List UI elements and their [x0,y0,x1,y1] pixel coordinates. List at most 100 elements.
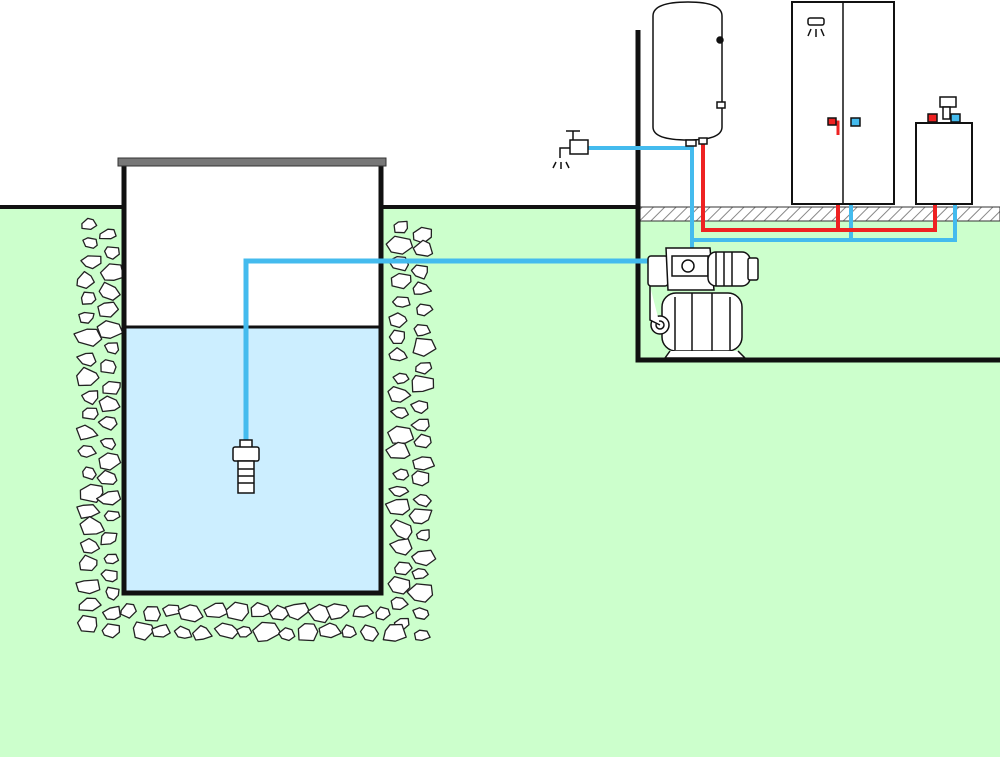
gravel-stone [284,602,310,621]
gravel-stone [101,623,121,639]
gravel-stone [415,529,430,542]
garden-tap-icon [552,130,589,169]
gravel-stone [79,537,101,554]
gravel-stone [96,320,124,339]
gravel-stone [80,291,97,305]
gravel-stone [415,362,433,375]
gravel-stone [410,400,429,415]
gravel-stone [391,296,411,308]
gravel-stone [392,372,410,385]
pump-station-icon [647,247,759,359]
gravel-stone [75,424,99,441]
gravel-stone [389,538,413,556]
gravel-stone [101,605,121,621]
gravel-stone [390,596,409,611]
gravel-stone [411,470,430,487]
well-walls [121,165,384,596]
gravel-stone [76,270,95,290]
gravel-stone [416,303,434,317]
gravel-stone [78,311,95,324]
shower-icon [791,1,895,205]
gravel-stone [252,621,282,643]
gravel-stone [325,603,350,621]
gravel-stone [151,623,171,638]
gravel-stone [411,567,429,580]
gravel-stone [341,624,357,639]
gravel-stone [411,549,437,567]
gravel-stone [97,301,120,318]
gravel-stone [412,607,430,620]
gravel-stone [388,312,408,329]
sink-faucet-icon [915,96,973,205]
gravel-stone [388,485,410,498]
gravel-stone [297,622,319,642]
gravel-stone [392,468,410,481]
gravel-stone [98,228,117,240]
basement-wall [635,30,1000,363]
gravel-stone [78,554,98,572]
gravel-stone [382,623,407,642]
gravel-stone [318,622,342,639]
gravel-stone [82,237,98,249]
gravel-stone [98,452,122,471]
gravel-stone [385,235,414,255]
gravel-stone [120,603,137,619]
gravel-stone [103,510,121,522]
well-air-space [124,165,381,327]
gravel-stone [352,605,375,618]
gravel-stone [385,441,411,459]
suction-pipe [243,258,655,445]
gravel-stone [410,264,428,280]
gravel-stone [97,416,118,431]
gravel-stone [82,466,97,481]
gravel-stone [102,380,121,395]
water-heater-icon [652,1,726,147]
well-icon [117,157,387,596]
gravel-stone [76,366,100,387]
gravel-stone [99,438,117,451]
gravel-stone [100,359,117,375]
gravel-stone [81,390,99,406]
gravel-stone [103,246,120,260]
gravel-stone [100,569,118,583]
gravel-stone [177,604,204,623]
gravel-stone [76,504,101,519]
gravel-stone [412,239,434,257]
gravel-stone [406,583,434,603]
gravel-stone [394,561,413,576]
gravel-stone [388,347,408,362]
gravel-stone [99,263,125,281]
gravel-stone [413,324,432,337]
gravel-stone [73,328,103,347]
gravel-stone [76,352,97,367]
gravel-stone [225,601,250,622]
gravel-stone [98,281,121,301]
gravel-stone [191,624,213,641]
well-cap [117,157,387,167]
gravel-stone [77,444,97,458]
gravel-stone [388,329,406,345]
gravel-stone [387,575,411,595]
gravel-stone [213,622,240,640]
gravel-stone [408,508,433,525]
gravel-stones [73,217,437,643]
gravel-stone [384,498,411,516]
gravel-stone [95,490,122,506]
gravel-stone [412,456,436,471]
gravel-stone [393,220,409,234]
gravel-stone [173,625,193,639]
gravel-stone [387,425,415,444]
gravel-stone [103,553,120,565]
gravel-stone [412,493,432,508]
gravel-stone [387,385,412,403]
gravel-stone [162,604,181,617]
suction-strainer-icon [232,439,260,494]
gravel-stone [412,281,433,295]
gravel-stone [250,601,271,618]
gravel-stone [81,217,98,231]
gravel-stone [411,374,435,393]
gravel-stone [79,515,105,536]
gravel-stone [96,469,118,485]
gravel-stone [82,407,99,421]
